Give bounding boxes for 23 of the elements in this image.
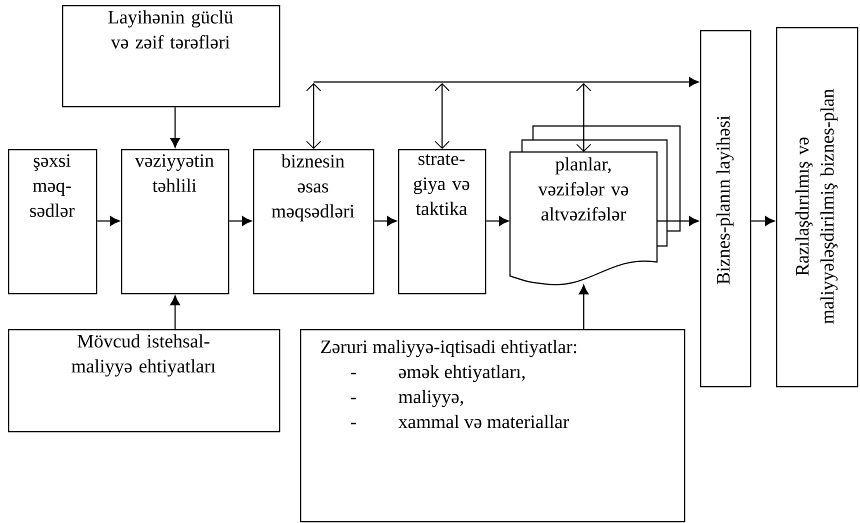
arrow bbox=[657, 216, 699, 226]
process-box: şəxsi məq- sədlər bbox=[8, 149, 98, 294]
arrow bbox=[97, 216, 120, 226]
arrow bbox=[578, 284, 589, 329]
result-box: Biznes-planın layihəsi bbox=[700, 30, 752, 388]
process-box: Layihənin güclü və zəif tərəfləri bbox=[62, 5, 280, 108]
arrow bbox=[486, 216, 509, 226]
arrow bbox=[229, 216, 252, 226]
double-arrow bbox=[306, 83, 322, 149]
double-arrow bbox=[576, 83, 592, 152]
bus-arrow bbox=[314, 77, 699, 87]
input-box: Zəruri maliyyə-iqtisadi ehtiyatlar: - əmək ehtiyatları, - maliyyə, - xammal və materiallar bbox=[300, 329, 686, 522]
arrow bbox=[374, 216, 397, 226]
process-box: strate- giya və taktika bbox=[398, 149, 486, 294]
process-box: biznesin əsas məqsədləri bbox=[253, 149, 374, 294]
double-arrow bbox=[434, 83, 450, 149]
process-box: vəziyyətin təhlili bbox=[121, 149, 230, 294]
arrow bbox=[170, 107, 180, 148]
document-stack: planlar, vəzifələr və altvəzifələr bbox=[509, 125, 681, 286]
arrow bbox=[170, 296, 180, 329]
input-box: Mövcud istehsal-maliyyə ehtiyatları bbox=[8, 329, 280, 432]
result-box: Razılaşdırılmış və maliyyələşdirilmiş biznes-plan bbox=[776, 27, 858, 388]
arrow bbox=[751, 216, 775, 226]
